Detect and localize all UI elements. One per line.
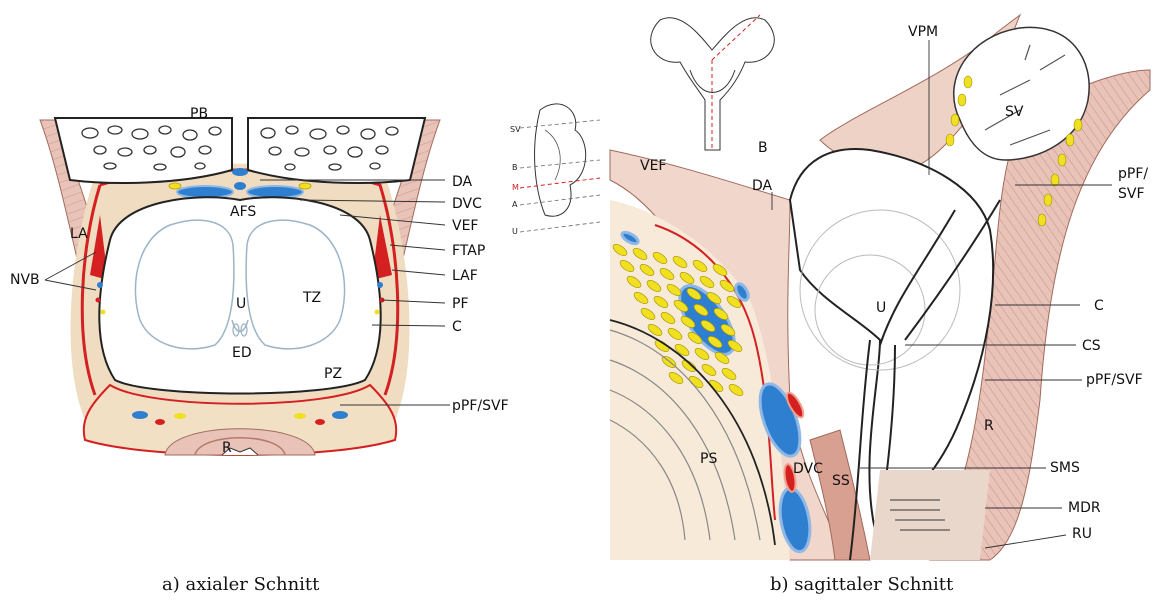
inset-label-sv: SV xyxy=(510,125,521,134)
inset-label-m: M xyxy=(512,183,519,192)
label-u: U xyxy=(236,296,246,312)
label-r: R xyxy=(222,440,232,456)
label-afs: AFS xyxy=(230,204,256,220)
caption-sagittal: b) sagittaler Schnitt xyxy=(770,574,954,595)
label-b-r: R xyxy=(984,418,994,434)
section-plane-inset: SV B M A U xyxy=(510,104,600,236)
panel-a-axial: PB LA NVB AFS U TZ ED PZ R DA DVC VEF FT… xyxy=(10,104,600,595)
label-b-b: B xyxy=(758,140,768,156)
label-pf: PF xyxy=(452,296,469,312)
label-tz: TZ xyxy=(302,290,321,306)
caption-axial: a) axialer Schnitt xyxy=(162,574,320,595)
inset-label-b: B xyxy=(512,163,518,172)
label-b-cs: CS xyxy=(1082,338,1101,354)
label-b-da: DA xyxy=(752,178,773,194)
rectourethral-muscle xyxy=(870,470,990,560)
label-b-ps: PS xyxy=(700,451,717,467)
label-b-ru: RU xyxy=(1072,526,1092,542)
label-pz: PZ xyxy=(324,366,342,382)
label-nvb: NVB xyxy=(10,272,40,288)
label-ppf-svf: pPF/SVF xyxy=(452,398,509,414)
label-dvc: DVC xyxy=(452,196,482,212)
label-c: C xyxy=(452,319,462,335)
label-laf: LAF xyxy=(452,268,478,284)
label-pb: PB xyxy=(190,106,208,122)
label-la: LA xyxy=(70,226,88,242)
label-ftap: FTAP xyxy=(452,243,485,259)
label-b-sv: SV xyxy=(1005,104,1024,120)
label-b-c: C xyxy=(1094,298,1104,314)
label-b-vpm: VPM xyxy=(908,24,938,40)
inset-label-a: A xyxy=(512,200,518,209)
label-b-dvc: DVC xyxy=(793,461,823,477)
inset-label-u: U xyxy=(512,227,518,236)
label-b-vef: VEF xyxy=(640,158,666,174)
label-vef: VEF xyxy=(452,218,478,234)
label-b-ppf-svf-top2: SVF xyxy=(1118,186,1145,202)
label-b-ss: SS xyxy=(832,473,850,489)
orientation-inset xyxy=(651,15,775,150)
label-da: DA xyxy=(452,174,473,190)
label-b-sms: SMS xyxy=(1050,460,1080,476)
label-b-mdr: MDR xyxy=(1068,500,1101,516)
label-b-u: U xyxy=(876,300,886,316)
label-ed: ED xyxy=(232,345,252,361)
label-b-ppf-svf: pPF/SVF xyxy=(1086,372,1143,388)
label-b-ppf-svf-top1: pPF/ xyxy=(1118,166,1148,182)
panel-b-sagittal: B VEF DA U PS DVC SS VPM SV pPF/ SVF C C… xyxy=(610,15,1150,595)
